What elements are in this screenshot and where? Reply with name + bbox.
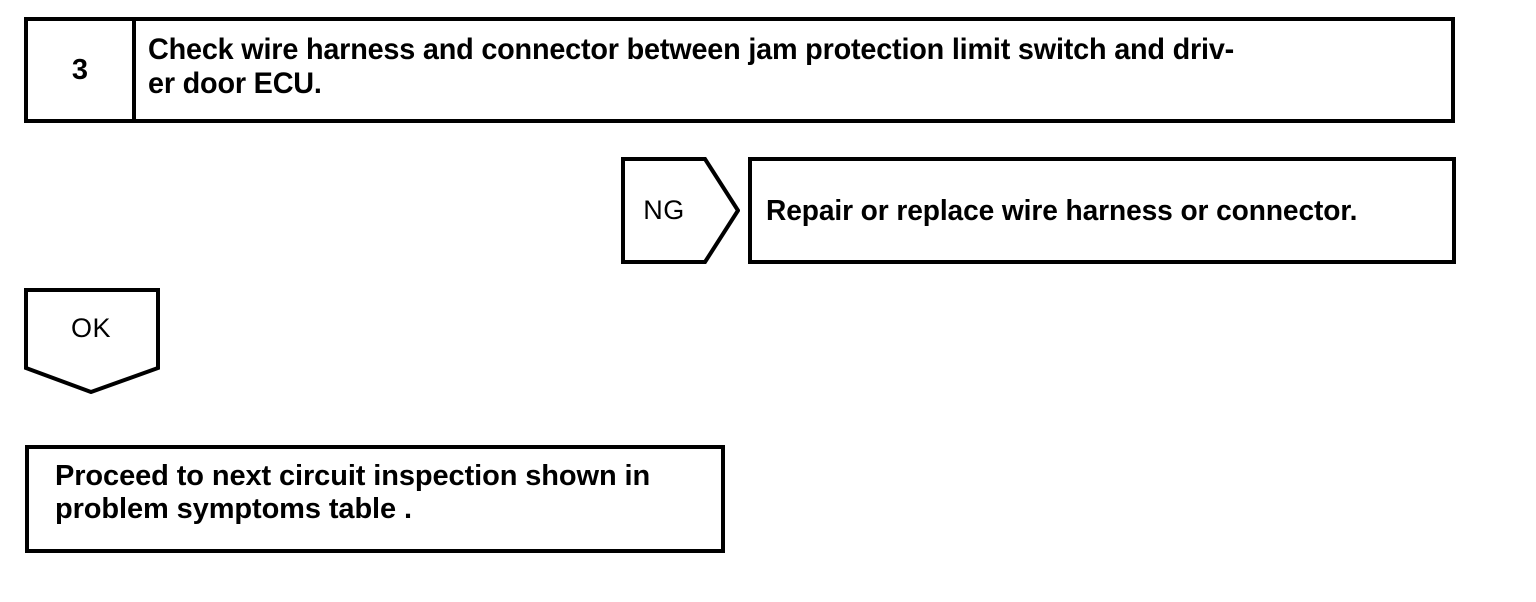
step-number: 3 (71, 53, 89, 86)
ok-result-text: Proceed to next circuit inspection shown… (55, 460, 651, 525)
ng-result-box: Repair or replace wire harness or connec… (748, 157, 1456, 264)
step-instruction-cell: Check wire harness and connector between… (136, 21, 1451, 119)
ok-branch-pentagon (24, 288, 160, 394)
step-instruction-text: Check wire harness and connector between… (148, 33, 1235, 100)
step-number-cell: 3 (28, 21, 136, 119)
ng-branch-label: NG (643, 195, 685, 225)
ng-result-text: Repair or replace wire harness or connec… (766, 194, 1358, 227)
ng-pentagon-shape (621, 157, 740, 264)
ok-result-box: Proceed to next circuit inspection shown… (25, 445, 725, 553)
ng-branch-pentagon (621, 157, 740, 264)
ok-pentagon-shape (24, 288, 160, 394)
step-box: 3 Check wire harness and connector betwe… (24, 17, 1455, 123)
ok-branch-label: OK (70, 312, 111, 343)
